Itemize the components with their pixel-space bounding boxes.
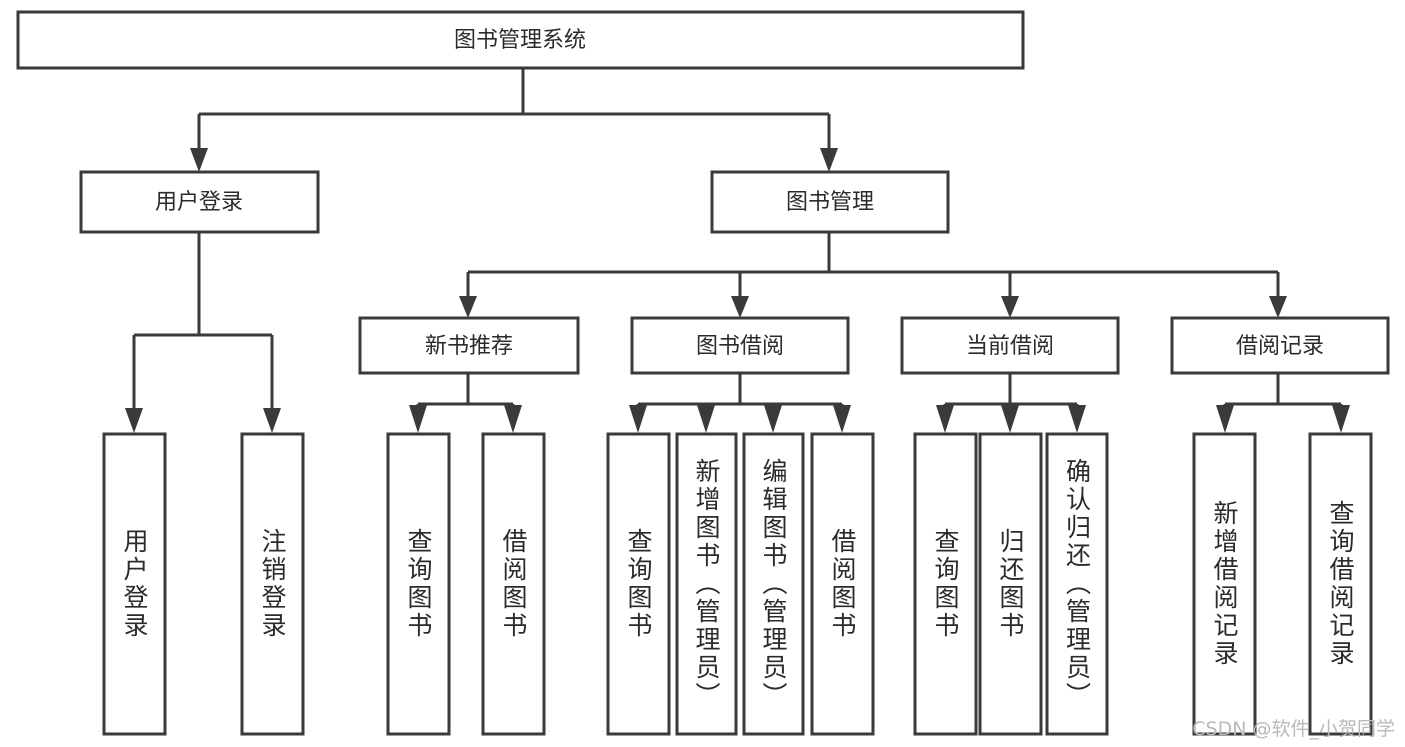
leaf-box-confirm-return[interactable] [1045,432,1109,736]
leaf-box-query-book-2[interactable] [606,432,671,736]
connector-group-borrow-record [1216,373,1350,433]
node-current-borrow[interactable]: 当前借阅 [900,316,1120,375]
arrow-head-leaf-query-record [1332,405,1350,433]
arrow-head-leaf-add-record [1216,405,1234,433]
arrow-head-leaf-logout [263,408,281,433]
leaf-box-borrow-book-2[interactable] [810,432,875,736]
connector-group-root [190,68,838,172]
connector-group-new-book-rec [409,373,522,433]
node-book-borrow-box[interactable] [630,316,850,375]
node-book-borrow[interactable]: 图书借阅 [630,316,850,375]
arrow-head-book-manage [820,148,838,172]
arrow-head-book-borrow [731,296,749,318]
arrow-head-leaf-query-book-2 [629,405,647,433]
node-current-borrow-label: 当前借阅 [966,334,1054,359]
connector-group-book-manage [459,232,1287,318]
leaf-box-query-book-1[interactable] [386,432,451,736]
node-new-book-rec-box[interactable] [358,316,580,375]
leaf-box-add-book[interactable] [675,432,738,736]
arrow-head-leaf-edit-book [764,405,782,433]
node-user-login-label: 用户登录 [155,190,243,215]
connector-group-user-login [125,232,281,433]
node-root-box[interactable] [16,10,1025,70]
node-borrow-record[interactable]: 借阅记录 [1170,316,1390,375]
node-current-borrow-box[interactable] [900,316,1120,375]
csdn-watermark: CSDN @软件_小贺同学 [1192,718,1395,740]
connector-group-current-borrow [936,373,1086,433]
node-root-label: 图书管理系统 [454,28,586,53]
arrow-head-leaf-borrow-book-2 [833,405,851,433]
node-user-login-box[interactable] [79,170,320,234]
arrow-head-leaf-borrow-book-1 [504,405,522,433]
arrow-head-current-borrow [1001,296,1019,318]
leaf-box-user-login[interactable] [102,432,167,736]
leaf-box-logout[interactable] [240,432,305,736]
leaf-box-query-record[interactable] [1308,432,1373,736]
node-book-manage[interactable]: 图书管理 [710,170,950,234]
node-new-book-rec[interactable]: 新书推荐 [358,316,580,375]
node-borrow-record-box[interactable] [1170,316,1390,375]
leaf-box-return-book[interactable] [978,432,1043,736]
node-user-login[interactable]: 用户登录 [79,170,320,234]
node-book-manage-box[interactable] [710,170,950,234]
node-new-book-rec-label: 新书推荐 [425,334,513,359]
node-book-manage-label: 图书管理 [786,190,874,215]
arrow-head-borrow-record [1269,296,1287,318]
arrow-head-leaf-query-book-1 [409,405,427,433]
arrow-head-new-book-rec [459,296,477,318]
node-borrow-record-label: 借阅记录 [1236,334,1324,359]
arrow-head-leaf-confirm-return [1068,405,1086,433]
node-book-borrow-label: 图书借阅 [696,334,784,359]
arrow-head-leaf-user-login [125,408,143,433]
arrow-head-user-login [190,148,208,172]
arrow-head-leaf-query-book-3 [936,405,954,433]
arrow-head-leaf-add-book [697,405,715,433]
leaf-box-edit-book[interactable] [742,432,805,736]
node-root[interactable]: 图书管理系统 [16,10,1025,70]
leaf-box-query-book-3[interactable] [913,432,978,736]
leaf-box-borrow-book-1[interactable] [481,432,546,736]
arrow-head-leaf-return-book [1001,405,1019,433]
connector-group-book-borrow [629,373,851,433]
leaf-box-add-record[interactable] [1192,432,1257,736]
